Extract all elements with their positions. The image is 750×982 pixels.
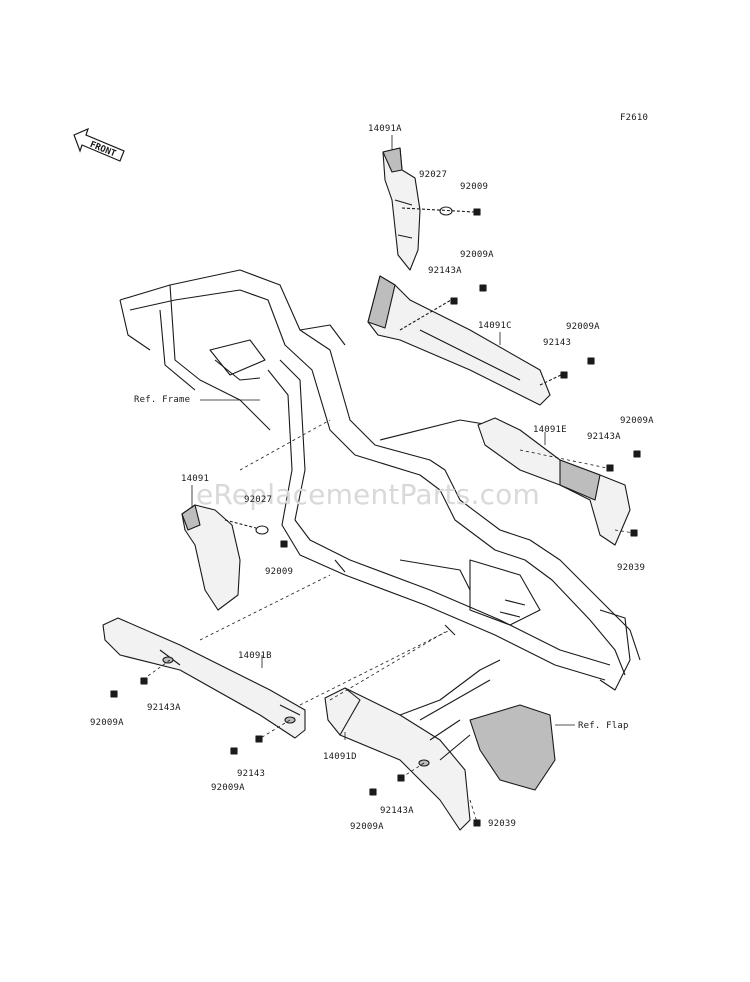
bolt-92009A-6 <box>369 788 377 796</box>
label-92143A-1: 92143A <box>428 266 462 276</box>
label-14091: 14091 <box>181 474 210 484</box>
frame-outline <box>119 269 641 691</box>
bolt-92009A-1 <box>479 284 487 292</box>
label-92039-bottom: 92039 <box>488 819 517 829</box>
label-92009A-1: 92009A <box>460 250 494 260</box>
nut-92143A-3 <box>140 677 148 685</box>
label-14091E: 14091E <box>533 425 567 435</box>
label-92039-right: 92039 <box>617 563 646 573</box>
leader-lines <box>191 135 575 740</box>
watermark: eReplacementParts.com <box>196 478 540 511</box>
ref-flap-outline <box>399 659 556 791</box>
label-ref-flap: Ref. Flap <box>578 721 629 731</box>
part-14091E <box>477 417 631 546</box>
label-14091A: 14091A <box>368 124 402 134</box>
part-14091 <box>181 504 241 611</box>
bolt-92009A-4 <box>110 690 118 698</box>
front-arrow-icon <box>73 127 125 162</box>
bolt-92039-bottom <box>473 819 481 827</box>
bolt-92009A-2 <box>587 357 595 365</box>
label-14091D: 14091D <box>323 752 357 762</box>
label-92143: 92143 <box>543 338 572 348</box>
label-92009-top: 92009 <box>460 182 489 192</box>
label-92143A-4: 92143A <box>380 806 414 816</box>
washer-92027-top <box>439 206 453 216</box>
label-14091C: 14091C <box>478 321 512 331</box>
nut-92143A-4 <box>397 774 405 782</box>
bolt-92009-left <box>280 540 288 548</box>
assembly-lines <box>140 419 635 823</box>
label-92009A-4: 92009A <box>90 718 124 728</box>
figure-code: F2610 <box>620 113 649 123</box>
bolt-92009A-3 <box>633 450 641 458</box>
label-92009-left: 92009 <box>265 567 294 577</box>
label-14091B: 14091B <box>238 651 272 661</box>
label-92027-top: 92027 <box>419 170 448 180</box>
label-92143A-3: 92143A <box>147 703 181 713</box>
bolt-92009A-5 <box>230 747 238 755</box>
part-14091A <box>382 147 421 271</box>
label-92009A-5: 92009A <box>211 783 245 793</box>
label-92143-b: 92143 <box>237 769 266 779</box>
label-92009A-2: 92009A <box>566 322 600 332</box>
washer-92027-left <box>255 525 269 535</box>
nut-92143 <box>560 371 568 379</box>
part-14091B <box>102 617 306 739</box>
nut-92143A-1 <box>450 297 458 305</box>
nut-92143A-2 <box>606 464 614 472</box>
label-92009A-3: 92009A <box>620 416 654 426</box>
bolt-92009-top <box>473 208 481 216</box>
part-14091C <box>367 275 551 406</box>
label-92027-left: 92027 <box>244 495 273 505</box>
label-ref-frame: Ref. Frame <box>134 395 191 405</box>
label-92143A-2: 92143A <box>587 432 621 442</box>
label-92009A-6: 92009A <box>350 822 384 832</box>
